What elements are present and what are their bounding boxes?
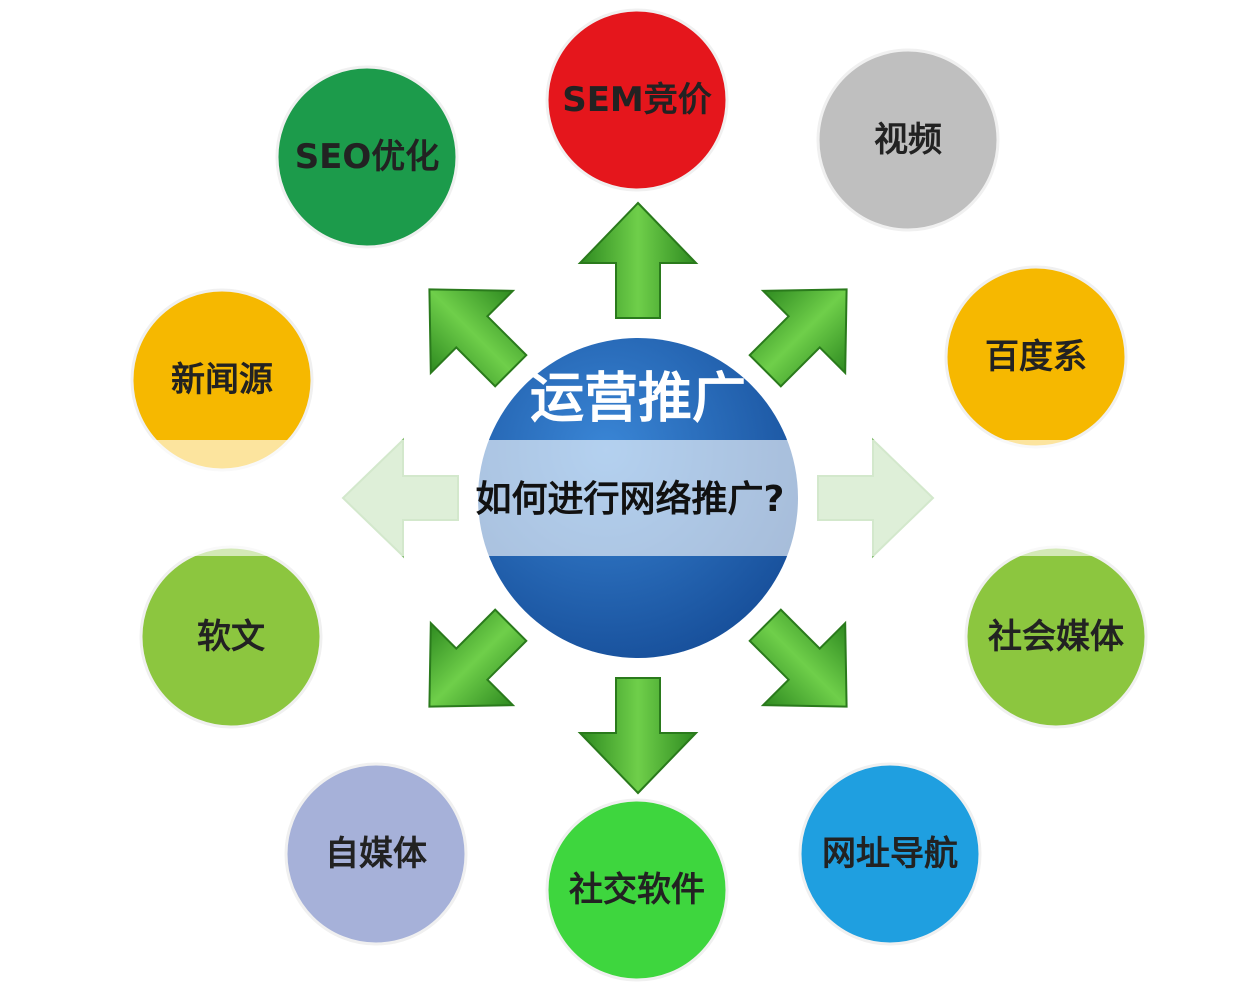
node-5: 社交软件 — [545, 798, 729, 982]
node-6: 自媒体 — [284, 762, 468, 946]
page-title: 如何进行网络推广? — [475, 479, 785, 520]
node-circle — [275, 65, 459, 249]
node-circle — [545, 8, 729, 192]
node-circle — [816, 48, 1000, 232]
node-label: SEO优化 — [295, 137, 440, 177]
node-label: 社会媒体 — [988, 617, 1124, 657]
arrow-icon — [577, 677, 699, 795]
arrow-icon — [748, 288, 848, 388]
node-0: SEM竞价 — [545, 8, 729, 192]
node-2: 百度系 — [944, 265, 1128, 449]
node-8: 新闻源 — [130, 288, 314, 472]
arrow-icon — [748, 608, 848, 708]
node-3: 社会媒体 — [964, 545, 1148, 729]
node-label: 百度系 — [985, 337, 1087, 377]
node-label: 新闻源 — [171, 360, 273, 400]
node-label: 社交软件 — [569, 870, 705, 910]
arrow-icon — [577, 201, 699, 319]
node-label: 网址导航 — [822, 834, 958, 874]
title-overlay-band — [150, 440, 1110, 556]
arrow-icon — [428, 608, 528, 708]
node-label: 自媒体 — [325, 834, 427, 874]
node-circle — [798, 762, 982, 946]
node-circle — [545, 798, 729, 982]
node-circle — [284, 762, 468, 946]
node-label: 软文 — [197, 617, 265, 657]
arrow-icon — [428, 288, 528, 388]
node-label: SEM竞价 — [562, 80, 712, 120]
node-label: 视频 — [874, 120, 942, 160]
node-7: 软文 — [139, 545, 323, 729]
node-4: 网址导航 — [798, 762, 982, 946]
node-1: 视频 — [816, 48, 1000, 232]
node-9: SEO优化 — [275, 65, 459, 249]
center-label: 运营推广 — [530, 367, 746, 430]
